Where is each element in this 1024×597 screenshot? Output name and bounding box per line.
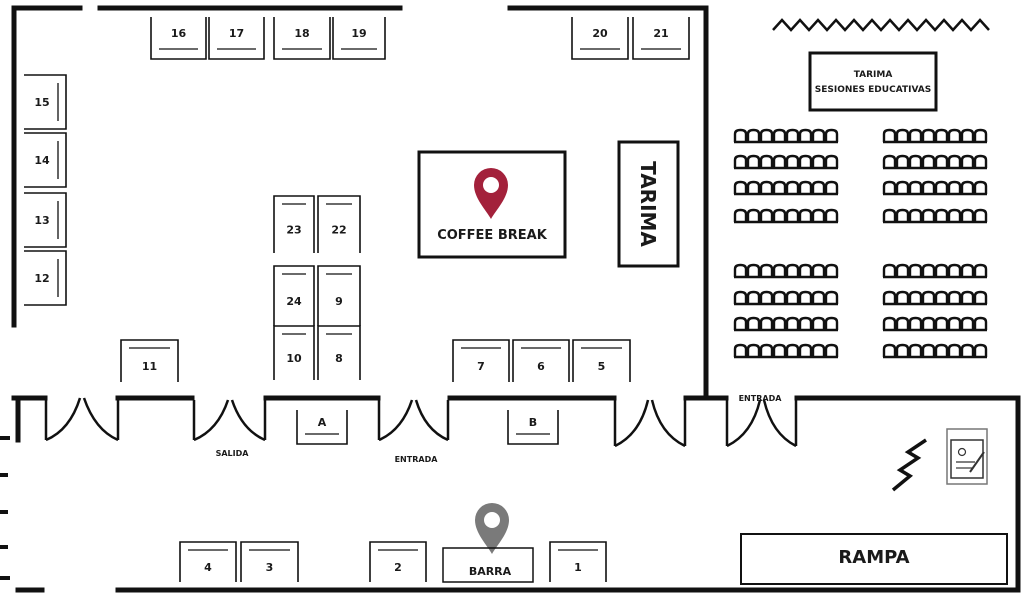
booth-number: 16 <box>171 27 187 40</box>
booth-number: 21 <box>653 27 668 40</box>
booth[interactable]: 6 <box>512 339 570 382</box>
ramp[interactable] <box>740 533 1008 585</box>
chair-row-icon <box>882 290 988 306</box>
booth[interactable]: 17 <box>208 17 265 60</box>
zigzag-decoration <box>772 18 990 32</box>
booth-number: 3 <box>266 561 274 574</box>
chair-row-icon <box>882 208 988 224</box>
booth-number: 4 <box>204 561 212 574</box>
booth-number: 2 <box>394 561 402 574</box>
door-icon <box>725 399 798 448</box>
walls <box>11 5 1021 593</box>
door-icon <box>377 399 450 442</box>
booth[interactable]: 21 <box>632 17 690 60</box>
chair-row-icon <box>733 263 839 279</box>
chair-row-icon <box>733 128 839 144</box>
chair-row-icon <box>882 316 988 332</box>
entrance-label: ENTRADA <box>395 455 439 464</box>
booth-number: 8 <box>335 352 343 365</box>
booth[interactable]: B <box>507 410 559 445</box>
booth-number: 20 <box>592 27 608 40</box>
education-stage[interactable] <box>808 51 938 112</box>
booth[interactable]: 15 <box>24 74 67 130</box>
booth-number: 10 <box>286 352 302 365</box>
booth-number: 1 <box>574 561 582 574</box>
booth[interactable]: 20 <box>571 17 629 60</box>
booth-number: 23 <box>286 224 301 237</box>
booth[interactable]: 8 <box>317 325 361 380</box>
booth[interactable]: 5 <box>572 339 631 382</box>
ramp-label: RAMPA <box>838 547 909 568</box>
entrance-label: ENTRADA <box>739 394 783 403</box>
booth-number: 14 <box>34 154 50 167</box>
door-icon <box>44 397 120 442</box>
education-stage-title: TARIMA <box>854 70 893 80</box>
booth[interactable]: 3 <box>240 541 299 582</box>
booth[interactable]: 13 <box>24 192 67 248</box>
booth[interactable]: 23 <box>273 195 315 253</box>
booth[interactable]: 12 <box>24 250 67 306</box>
bar-label: BARRA <box>469 565 512 578</box>
booth[interactable]: 7 <box>452 339 510 382</box>
booth-number: 6 <box>537 360 545 373</box>
booth[interactable]: A <box>296 410 348 445</box>
booth-number: 18 <box>294 27 309 40</box>
education-stage-subtitle: SESIONES EDUCATIVAS <box>815 85 932 95</box>
chair-row-icon <box>733 154 839 170</box>
document-sign-icon <box>946 428 988 485</box>
chair-row-icon <box>733 290 839 306</box>
exit-label: SALIDA <box>216 449 250 458</box>
booth[interactable]: 11 <box>120 339 179 382</box>
chair-row-icon <box>882 263 988 279</box>
booth-number: 17 <box>229 27 244 40</box>
map-pin-icon <box>474 168 508 219</box>
booth-number: 7 <box>477 360 485 373</box>
booth-number: A <box>318 416 327 429</box>
booth[interactable]: 18 <box>273 17 331 60</box>
chair-row-icon <box>733 343 839 359</box>
door-icon <box>613 399 687 448</box>
booth-number: 5 <box>598 360 606 373</box>
booth[interactable]: 4 <box>179 541 237 582</box>
booth-number: 9 <box>335 295 343 308</box>
door-icon <box>192 399 267 442</box>
chair-row-icon <box>733 208 839 224</box>
booth-number: 12 <box>34 272 49 285</box>
chair-row-icon <box>882 128 988 144</box>
main-stage[interactable] <box>617 140 680 268</box>
booth[interactable]: 24 <box>273 265 315 326</box>
booth-number: 22 <box>331 224 346 237</box>
booth[interactable]: 22 <box>317 195 361 253</box>
booth-number: 24 <box>286 295 302 308</box>
bar-counter[interactable] <box>442 547 534 583</box>
booth-number: 13 <box>34 214 49 227</box>
main-stage-label: TARIMA <box>636 161 660 247</box>
chair-row-icon <box>882 154 988 170</box>
seating-area <box>733 128 988 359</box>
chair-row-icon <box>733 180 839 196</box>
booth[interactable]: 10 <box>273 325 315 380</box>
booth[interactable]: 1 <box>549 541 607 582</box>
left-edge-marks <box>0 436 10 580</box>
booth-number: 11 <box>142 360 157 373</box>
booth-number: B <box>529 416 537 429</box>
chair-row-icon <box>882 343 988 359</box>
booth-number: 15 <box>34 96 49 109</box>
booth[interactable]: 9 <box>317 265 361 326</box>
booth[interactable]: 16 <box>150 17 207 60</box>
map-pin-icon <box>475 503 509 554</box>
booth[interactable]: 2 <box>369 541 427 582</box>
coffee-break-label: COFFEE BREAK <box>437 228 547 243</box>
booth[interactable]: 19 <box>332 17 386 60</box>
chair-row-icon <box>882 180 988 196</box>
booth-number: 19 <box>351 27 366 40</box>
stairs-icon <box>891 438 927 492</box>
booth[interactable]: 14 <box>24 132 67 188</box>
chair-row-icon <box>733 316 839 332</box>
